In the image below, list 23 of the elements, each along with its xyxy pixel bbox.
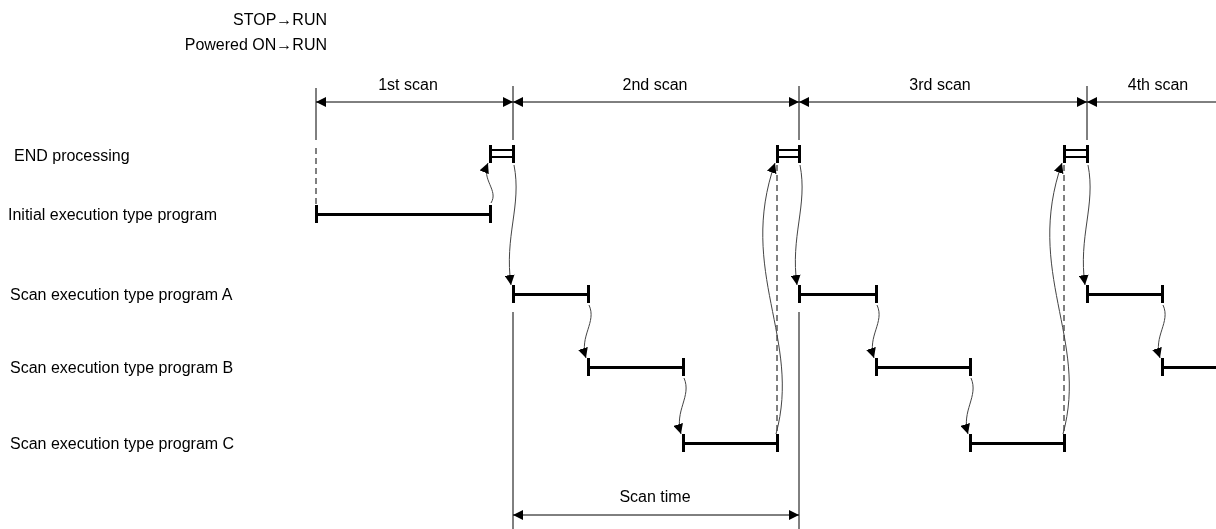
- wavy-arrow: [504, 164, 517, 286]
- wavy-arrow: [480, 162, 494, 204]
- scan-label: 2nd scan: [622, 76, 688, 94]
- wavy-arrow: [1049, 162, 1070, 435]
- mode-label: Powered ON→RUN: [184, 36, 327, 54]
- mode-label: STOP→RUN: [233, 11, 327, 29]
- dimension-label: Scan time: [619, 488, 691, 506]
- wavy-arrow: [790, 164, 803, 286]
- wavy-arrow: [960, 377, 974, 435]
- scan-label: 1st scan: [378, 76, 438, 94]
- row-label: Scan execution type program B: [10, 359, 234, 377]
- wavy-arrow: [1152, 304, 1166, 359]
- wavy-arrow: [578, 304, 592, 359]
- scan-label: 3rd scan: [909, 76, 971, 94]
- row-label: Scan execution type program C: [10, 435, 235, 453]
- wavy-arrow: [762, 162, 783, 435]
- wavy-arrow: [866, 304, 880, 359]
- row-label: Initial execution type program: [8, 206, 217, 224]
- wavy-arrow: [673, 377, 687, 435]
- wavy-arrow: [1078, 164, 1091, 286]
- row-label: END processing: [14, 147, 130, 165]
- row-label: Scan execution type program A: [10, 286, 233, 304]
- scan-label: 4th scan: [1127, 76, 1189, 94]
